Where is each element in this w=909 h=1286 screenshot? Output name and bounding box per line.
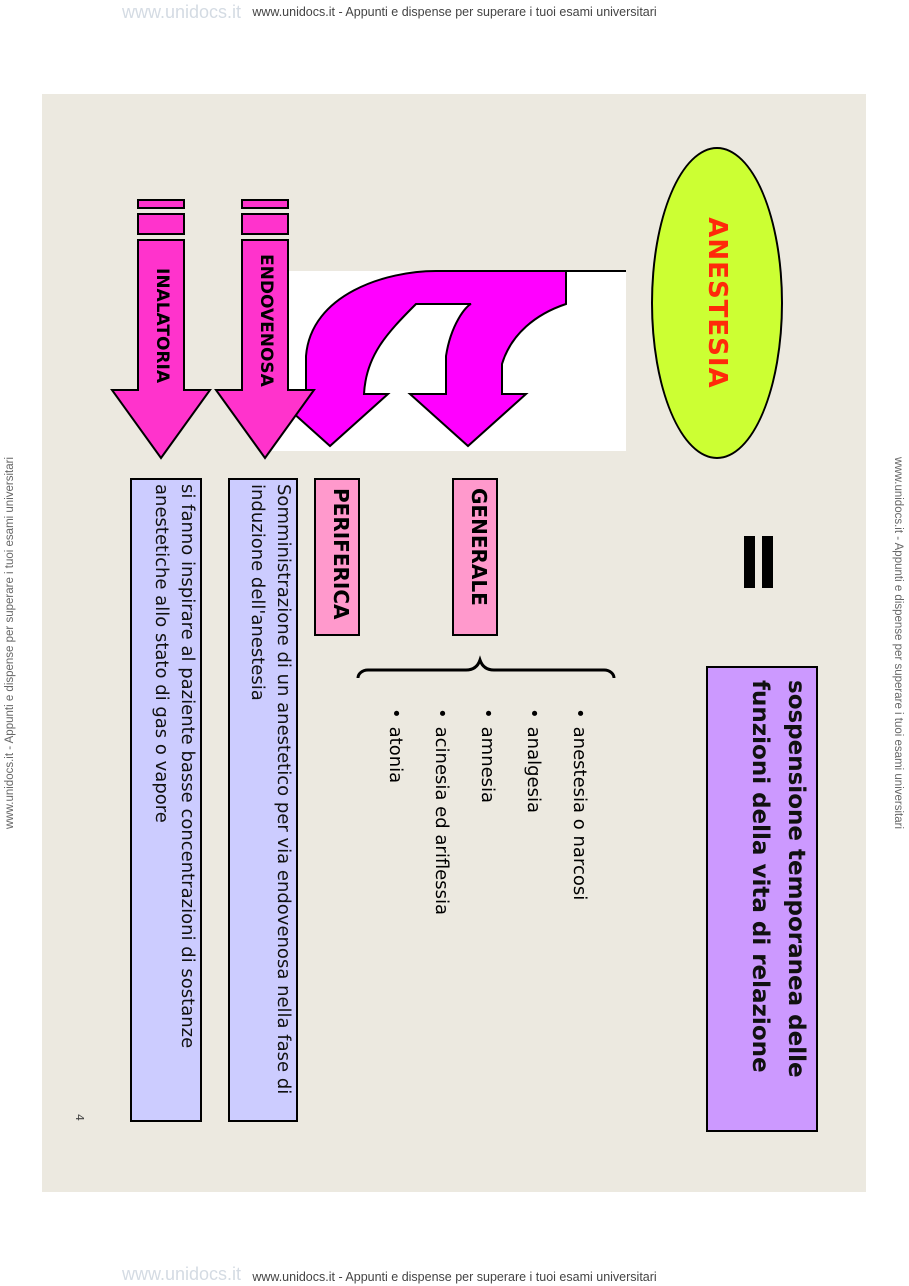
diagram-arrows: [110, 199, 626, 679]
label-inalatoria: INALATORIA: [152, 268, 172, 383]
split-arrow: [269, 270, 626, 448]
page-header: www.unidocs.it - Appunti e dispense per …: [252, 5, 657, 19]
list-item: atonia: [372, 708, 418, 915]
endovenosa-arrow: [214, 199, 316, 460]
list-item: analgesia: [510, 708, 556, 915]
slide-content: ANESTESIA sospensione temporanea delle f…: [42, 94, 866, 1192]
endovenosa-description: Somministrazione di un anestetico per vi…: [228, 478, 298, 1122]
list-item: acinesia ed ariflessia: [418, 708, 464, 915]
slide: ANESTESIA sospensione temporanea delle f…: [42, 94, 866, 1192]
label-endovenosa: ENDOVENOSA: [256, 254, 276, 387]
page-footer: www.unidocs.it - Appunti e dispense per …: [252, 1270, 657, 1284]
tag-generale: GENERALE: [452, 478, 498, 636]
inalatoria-arrow: [110, 199, 212, 460]
tag-periferica: PERIFERICA: [314, 478, 360, 636]
generale-list: anestesia o narcosi analgesia amnesia ac…: [372, 708, 602, 915]
side-watermark-right: www.unidocs.it - Appunti e dispense per …: [892, 456, 904, 830]
side-watermark-left: www.unidocs.it - Appunti e dispense per …: [4, 456, 16, 830]
list-item: amnesia: [464, 708, 510, 915]
list-item: anestesia o narcosi: [556, 708, 602, 915]
ghost-watermark-top: www.unidocs.it: [122, 2, 242, 22]
generale-brace: [356, 655, 616, 679]
page-number: 4: [73, 1114, 86, 1121]
inalatoria-description: si fanno inspirare al paziente basse con…: [130, 478, 202, 1122]
ghost-watermark-bottom: www.unidocs.it: [122, 1264, 242, 1284]
